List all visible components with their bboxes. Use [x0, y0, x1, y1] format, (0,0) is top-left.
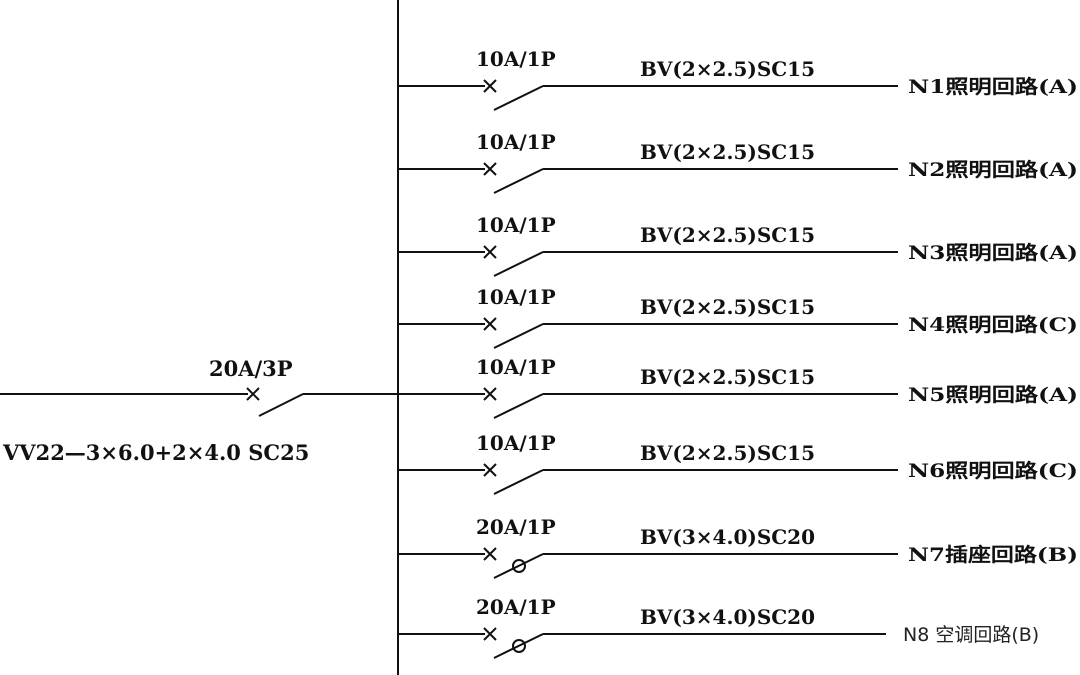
circuit-name: N2照明回路(A): [908, 158, 1078, 181]
circuit-name: N3照明回路(A): [908, 241, 1078, 264]
breaker-blade: [493, 85, 544, 111]
cable-label: BV(2×2.5)SC15: [640, 295, 815, 319]
breaker-cross-b: [483, 463, 497, 477]
incoming-breaker-label: 20A/3P: [209, 356, 293, 381]
circuit-name: N6照明回路(C): [908, 459, 1078, 482]
breaker-label: 10A/1P: [476, 431, 556, 455]
rcd-circle: [512, 639, 526, 653]
incoming-breaker-blade: [258, 393, 304, 417]
cable-label: BV(3×4.0)SC20: [640, 525, 815, 549]
cable-label: BV(2×2.5)SC15: [640, 140, 815, 164]
circuit-name: N5照明回路(A): [908, 383, 1078, 406]
breaker-cross-b: [483, 627, 497, 641]
breaker-label: 10A/1P: [476, 355, 556, 379]
circuit-name: N7插座回路(B): [908, 543, 1078, 566]
cable-label: BV(2×2.5)SC15: [640, 441, 815, 465]
cable-label: BV(2×2.5)SC15: [640, 365, 815, 389]
rcd-circle: [512, 559, 526, 573]
breaker-label: 10A/1P: [476, 47, 556, 71]
breaker-blade: [493, 323, 544, 349]
breaker-blade: [493, 168, 544, 194]
breaker-cross-b: [483, 387, 497, 401]
breaker-blade: [493, 393, 544, 419]
breaker-cross-b: [483, 547, 497, 561]
breaker-blade: [493, 251, 544, 277]
breaker-label: 20A/1P: [476, 515, 556, 539]
circuit-row: 20A/1P BV(3×4.0)SC20 N8 空调回路(B): [398, 595, 1039, 659]
breaker-cross-b: [483, 317, 497, 331]
circuit-name: N1照明回路(A): [908, 75, 1078, 98]
breaker-cross-b: [483, 79, 497, 93]
incoming-feeder: 20A/3P VV22—3×6.0+2×4.0 SC25: [0, 356, 398, 465]
breaker-label: 10A/1P: [476, 130, 556, 154]
breaker-blade: [493, 469, 544, 495]
circuit-name: N8 空调回路(B): [903, 624, 1039, 646]
breaker-label: 20A/1P: [476, 595, 556, 619]
breaker-cross-b: [483, 245, 497, 259]
breaker-blade: [493, 633, 544, 659]
cable-label: BV(2×2.5)SC15: [640, 223, 815, 247]
breaker-label: 10A/1P: [476, 285, 556, 309]
breaker-cross-b: [483, 162, 497, 176]
breaker-blade: [493, 553, 544, 579]
cable-label: BV(3×4.0)SC20: [640, 605, 815, 629]
incoming-breaker-cross-b: [246, 387, 260, 401]
breaker-label: 10A/1P: [476, 213, 556, 237]
circuit-name: N4照明回路(C): [908, 313, 1078, 336]
incoming-cable-label: VV22—3×6.0+2×4.0 SC25: [2, 440, 309, 465]
cable-label: BV(2×2.5)SC15: [640, 57, 815, 81]
